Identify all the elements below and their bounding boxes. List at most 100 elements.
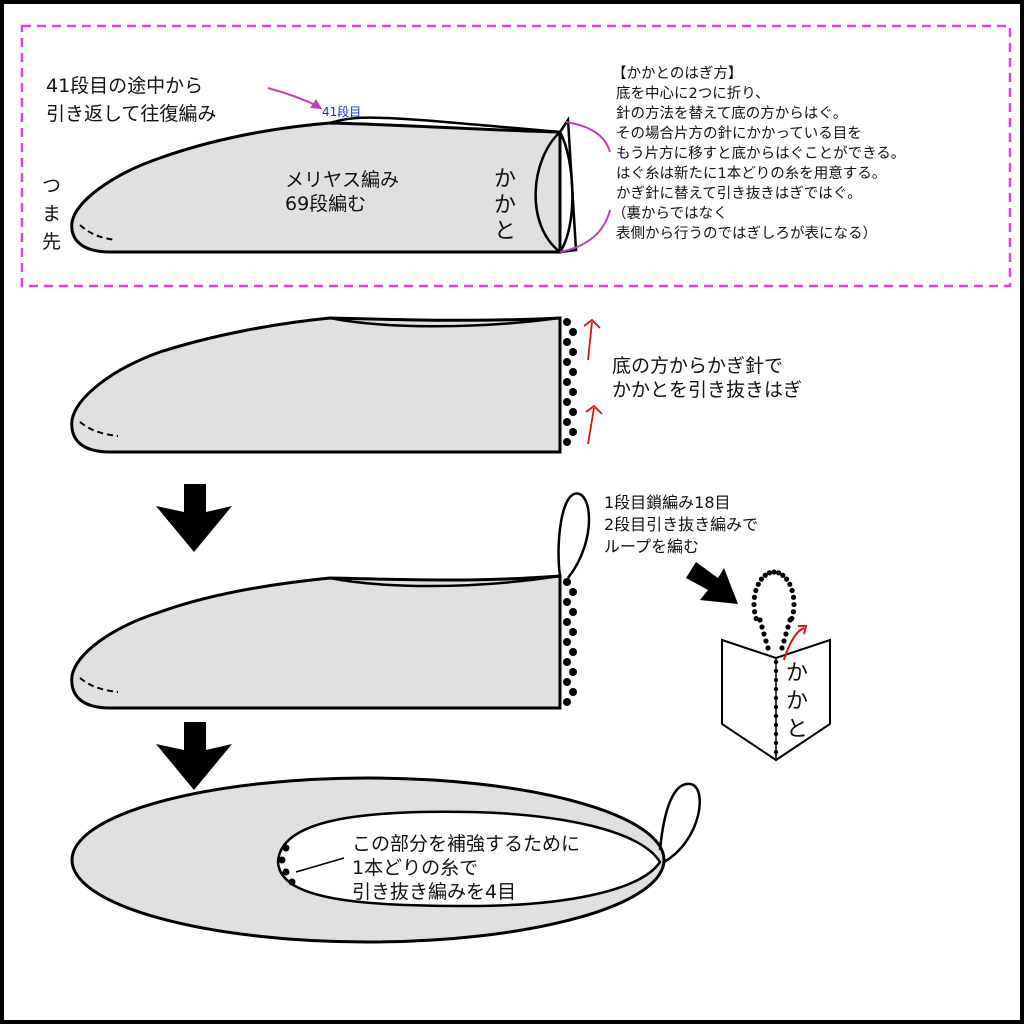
- stitch-dot: [569, 648, 577, 656]
- down-arrow-icon: [156, 722, 232, 790]
- heel-seam-note: 【かかとのはぎ方】 底を中心に2つに折り、 針の方法を替えて底の方からはぐ。 そ…: [612, 65, 905, 242]
- step3-top-edge: [329, 574, 561, 588]
- stitch-dot: [773, 704, 779, 710]
- note-line: はぐ糸は新たに1本どりの糸を用意する。: [616, 164, 886, 182]
- heel-note-arrow-bottom: [559, 209, 611, 253]
- step3-hanging-loop: [557, 492, 591, 579]
- stitch-dot: [755, 581, 761, 587]
- stitch-dot: [773, 659, 779, 665]
- stitch-dot: [751, 609, 758, 615]
- stitch-dot: [288, 878, 296, 886]
- down-arrow-icon: [156, 484, 232, 552]
- step1-dashed-box: [20, 24, 1012, 288]
- step4-leader-line: [295, 857, 345, 873]
- step1-slipper-body: [70, 121, 562, 254]
- stitch-dot: [563, 378, 571, 386]
- stitch-dot: [779, 645, 785, 651]
- step2-red-arrow-bottom: [587, 407, 595, 445]
- step2-top-edge: [329, 316, 561, 328]
- step1-toe-dash: [79, 224, 117, 241]
- stitch-dot: [773, 668, 779, 674]
- note-line: 針の方法を替えて底の方からはぐ。: [616, 105, 847, 122]
- row41-label: 41段目: [322, 104, 361, 119]
- stitch-dot: [569, 408, 577, 416]
- stitch-dot: [569, 668, 577, 676]
- stitch-dot: [773, 677, 779, 683]
- stitch-dot: [785, 624, 791, 630]
- stitch-dot: [763, 638, 769, 644]
- stitch-dot: [563, 398, 571, 406]
- stitch-dot: [563, 358, 571, 366]
- step2-seam-stitches: [563, 318, 577, 446]
- stitch-dot: [766, 570, 773, 576]
- stitch-dot: [563, 338, 571, 346]
- step3-toe-dash: [79, 677, 119, 693]
- stitch-dot: [563, 318, 571, 326]
- toe-label-2: ま: [42, 203, 61, 225]
- note-line: かぎ針に替えて引き抜きはぎではぐ。: [616, 185, 862, 202]
- detail-seam-stitches: [773, 659, 779, 755]
- step1-top-edge: [329, 116, 561, 134]
- stitch-dot: [563, 638, 571, 646]
- stitch-dot: [569, 608, 577, 616]
- stitch-dot: [773, 740, 779, 746]
- stitch-dot: [569, 428, 577, 436]
- stitch-dot: [787, 581, 793, 587]
- step2-panel: 底の方からかぎ針で かかとを引き抜きはぎ: [70, 316, 802, 454]
- step4-note-line1: この部分を補強するために: [352, 833, 580, 855]
- stitch-dot: [780, 572, 786, 578]
- heel-label-2: か: [494, 193, 516, 218]
- stitch-dot: [757, 617, 763, 623]
- stitch-dot: [773, 713, 779, 719]
- stitch-dot: [775, 570, 782, 576]
- stitch-dot: [282, 844, 290, 852]
- stitch-dot: [773, 749, 779, 755]
- stitch-dot: [278, 856, 286, 864]
- callout-line2: 引き返して往復編み: [46, 103, 216, 125]
- step3-note-line1: 1段目鎖編み18目: [604, 493, 731, 512]
- detail-heel-label-1: か: [786, 661, 808, 686]
- step4-note-line2: 1本どりの糸で: [352, 857, 478, 879]
- callout-line1: 41段目の途中から: [46, 75, 203, 97]
- step3-note-line2: 2段目引き抜き編みで: [604, 515, 758, 534]
- stitch-dot: [773, 695, 779, 701]
- note-line: （裏からではなく: [612, 204, 728, 222]
- stitch-dot: [773, 686, 779, 692]
- stitch-dot: [789, 587, 795, 594]
- stitch-dot: [569, 348, 577, 356]
- stitch-dot: [569, 628, 577, 636]
- stitch-dot: [783, 576, 790, 582]
- step3-slipper-body: [70, 574, 562, 710]
- note-line: その場合片方の針にかかっている目を: [616, 125, 862, 142]
- stitch-dot: [783, 631, 789, 637]
- stitch-dot: [790, 609, 797, 615]
- stitch-dot: [758, 576, 765, 582]
- up-arrow-icon: [583, 318, 601, 329]
- stitch-dot: [282, 868, 290, 876]
- detail-heel-label-3: と: [786, 717, 808, 742]
- stitch-dot: [790, 594, 797, 600]
- note-line: もう片方に移すと底からはぐことができる。: [616, 145, 905, 162]
- step2-slipper-body: [70, 316, 562, 454]
- stitch-dot: [563, 658, 571, 666]
- heel-note-arrow-top: [565, 121, 611, 153]
- up-arrow-icon: [798, 625, 808, 635]
- stitch-dot: [751, 594, 758, 600]
- toe-label-3: 先: [42, 231, 61, 253]
- detail-red-arrow: [783, 627, 805, 661]
- stitch-dot: [773, 722, 779, 728]
- loop-detail-inset: か か と: [721, 569, 831, 762]
- stitch-dot: [759, 624, 765, 630]
- stitch-dot: [771, 569, 777, 575]
- stitch-dot: [563, 418, 571, 426]
- heel-label-3: と: [494, 219, 516, 244]
- step1-panel: 41段目の途中から 引き返して往復編み 41段目 つ ま 先 メリヤス編み 69…: [20, 24, 1012, 288]
- row41-arrow-head-icon: [310, 99, 322, 109]
- step2-toe-dash: [79, 421, 119, 437]
- stitch-dot: [791, 601, 797, 608]
- stitch-dot: [563, 618, 571, 626]
- step3-note-line3: ループを編む: [604, 537, 699, 556]
